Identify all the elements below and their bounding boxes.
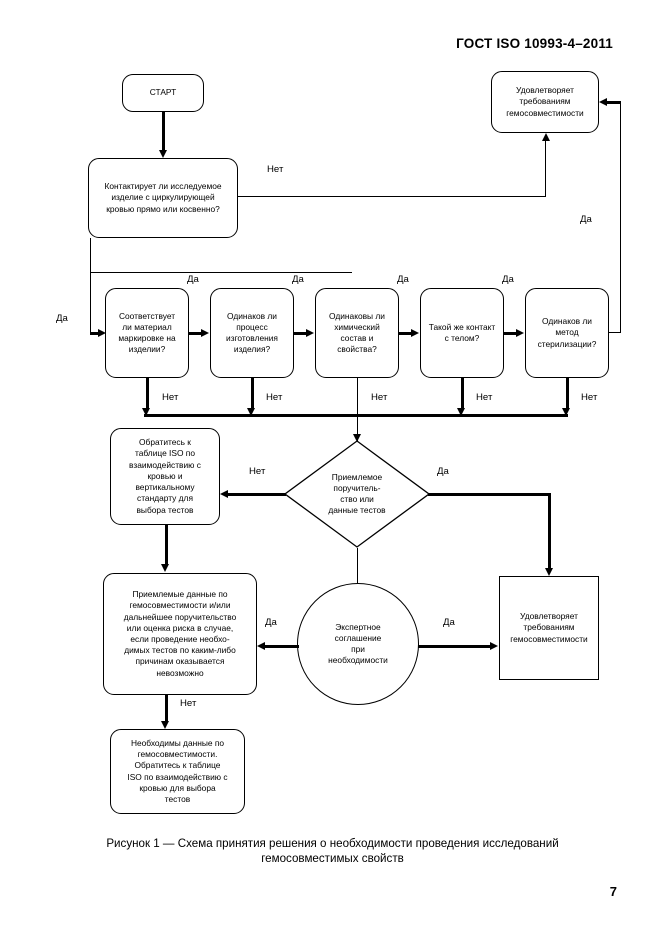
node-q-chemical-label: Одинаковы ли химический состав и свойств… [329, 310, 385, 355]
edge-contact-no-vertical [545, 141, 547, 197]
edge-steril-yes-v [620, 101, 622, 333]
node-q-material: Соответствует ли материал маркировке на … [105, 288, 189, 378]
edge-diamond-to-circle [357, 548, 359, 584]
edge-diamond-yes-v [548, 493, 551, 568]
edge-circle-left-h [265, 645, 299, 648]
node-expert-agreement: Экспертное соглашение при необходимости [297, 583, 419, 705]
edge-circle-right-h [418, 645, 491, 648]
arrow-start-to-contact [158, 150, 167, 158]
node-q-material-label: Соответствует ли материал маркировке на … [118, 310, 176, 355]
node-q-sterilization: Одинаков ли метод стерилизации? [525, 288, 609, 378]
node-satisfies-top: Удовлетворяет требованиям гемосовместимо… [491, 71, 599, 133]
node-satisfies-top-label: Удовлетворяет требованиям гемосовместимо… [506, 85, 584, 118]
edge-label-contact-no: Нет [267, 164, 284, 175]
edge-label-process-no: Нет [266, 392, 283, 403]
edge-process-to-chemical [294, 332, 307, 335]
edge-label-contactbody-no: Нет [476, 392, 493, 403]
edge-process-no-v [251, 378, 254, 409]
edge-steril-yes-to-satisfies [607, 101, 621, 104]
document-header: ГОСТ ISO 10993-4–2011 [456, 36, 613, 51]
edge-label-chemical-yes: Да [397, 274, 409, 285]
edge-diamond-yes-h [428, 493, 551, 496]
arrow-contact-yes-to-material [98, 329, 106, 337]
node-q-process-label: Одинаков ли процесс изготовления изделия… [226, 310, 278, 355]
node-q-contact-body: Такой же контакт с телом? [420, 288, 504, 378]
node-satisfies-bottom: Удовлетворяет требованиям гемосовместимо… [499, 576, 599, 680]
edge-label-process-yes: Да [292, 274, 304, 285]
node-diamond-decision: Приемлемое поручитель- ство или данные т… [284, 440, 430, 548]
edge-contactbody-no-v [461, 378, 464, 409]
arrow-no-bus-to-diamond [353, 434, 361, 442]
arrow-steril-no [562, 408, 570, 416]
edge-no-bus [144, 414, 568, 417]
edge-contact-yes-v2 [90, 272, 92, 333]
edge-acceptable-no-v [165, 695, 168, 722]
edge-label-diamond-no: Нет [249, 466, 266, 477]
edge-label-contactbody-yes: Да [502, 274, 514, 285]
arrow-material-no [142, 408, 150, 416]
edge-label-steril-yes: Да [580, 214, 592, 225]
arrow-circle-to-acceptable [257, 641, 265, 650]
node-iso-table-label: Обратитесь к таблице ISO по взаимодейств… [129, 437, 201, 515]
figure-caption-line2: гемосовместимых свойств [261, 852, 404, 865]
arrow-circle-to-satisfies [490, 641, 498, 650]
arrow-steril-yes-to-satisfies [599, 97, 607, 106]
arrow-acceptable-to-need-data [161, 721, 169, 729]
node-acceptable-data: Приемлемые данные по гемосовместимости и… [103, 573, 257, 695]
node-iso-table: Обратитесь к таблице ISO по взаимодейств… [110, 428, 220, 525]
edge-contactbody-to-steril [504, 332, 517, 335]
edge-label-acceptable-no: Нет [180, 698, 197, 709]
edge-label-material-no: Нет [162, 392, 179, 403]
node-need-data: Необходимы данные по гемосовместимости. … [110, 729, 245, 814]
edge-iso-to-acceptable [165, 525, 168, 565]
edge-label-circle-left-yes: Да [265, 617, 277, 628]
edge-contact-yes-h2 [90, 332, 99, 335]
figure-caption-line1: Рисунок 1 — Схема принятия решения о нео… [106, 837, 559, 850]
arrow-process-no [247, 408, 255, 416]
node-q-process: Одинаков ли процесс изготовления изделия… [210, 288, 294, 378]
edge-steril-yes-h [609, 332, 621, 334]
node-need-data-label: Необходимы данные по гемосовместимости. … [127, 737, 228, 804]
edge-contact-yes-v1 [90, 238, 92, 273]
edge-no-bus-to-diamond [357, 414, 359, 441]
edge-label-material-yes: Да [187, 274, 199, 285]
arrow-material-to-process [201, 329, 209, 337]
node-contact-question: Контактирует ли исследуемое изделие с ци… [88, 158, 238, 238]
diamond-shape [284, 440, 430, 548]
arrow-diamond-yes-to-satisfies [544, 568, 553, 576]
arrow-contact-no-to-satisfies [541, 133, 550, 141]
arrow-contactbody-no [457, 408, 465, 416]
edge-label-circle-right-yes: Да [443, 617, 455, 628]
arrow-process-to-chemical [306, 329, 314, 337]
node-diamond-decision-label: Приемлемое поручитель- ство или данные т… [328, 471, 386, 516]
edge-diamond-no-h [228, 493, 286, 496]
edge-contact-yes-h1 [90, 272, 352, 274]
arrow-contactbody-to-steril [516, 329, 524, 337]
node-contact-question-label: Контактирует ли исследуемое изделие с ци… [104, 181, 222, 214]
edge-label-diamond-yes: Да [437, 466, 449, 477]
edge-material-to-process [189, 332, 202, 335]
edge-label-contact-yes: Да [56, 313, 68, 324]
edge-steril-no-v [566, 378, 569, 409]
node-q-sterilization-label: Одинаков ли метод стерилизации? [537, 316, 597, 349]
arrow-chemical-to-contactbody [411, 329, 419, 337]
node-q-contact-body-label: Такой же контакт с телом? [428, 321, 496, 343]
arrow-iso-to-acceptable [161, 564, 169, 572]
edge-chemical-no-v [357, 378, 359, 440]
node-q-chemical: Одинаковы ли химический состав и свойств… [315, 288, 399, 378]
node-start-label: СТАРТ [149, 87, 177, 98]
node-acceptable-data-label: Приемлемые данные по гемосовместимости и… [123, 589, 237, 678]
edge-label-steril-no: Нет [581, 392, 598, 403]
edge-contact-no-horizontal [238, 196, 546, 198]
node-start: СТАРТ [122, 74, 204, 112]
node-expert-agreement-label: Экспертное соглашение при необходимости [328, 621, 388, 666]
page-number: 7 [609, 884, 617, 899]
edge-chemical-to-contactbody [399, 332, 412, 335]
figure-caption: Рисунок 1 — Схема принятия решения о нео… [60, 836, 605, 866]
edge-start-to-contact [162, 112, 165, 150]
edge-material-no-v [146, 378, 149, 409]
node-satisfies-bottom-label: Удовлетворяет требованиям гемосовместимо… [510, 611, 588, 644]
edge-label-chemical-no: Нет [371, 392, 388, 403]
arrow-diamond-no-to-iso [220, 489, 228, 498]
